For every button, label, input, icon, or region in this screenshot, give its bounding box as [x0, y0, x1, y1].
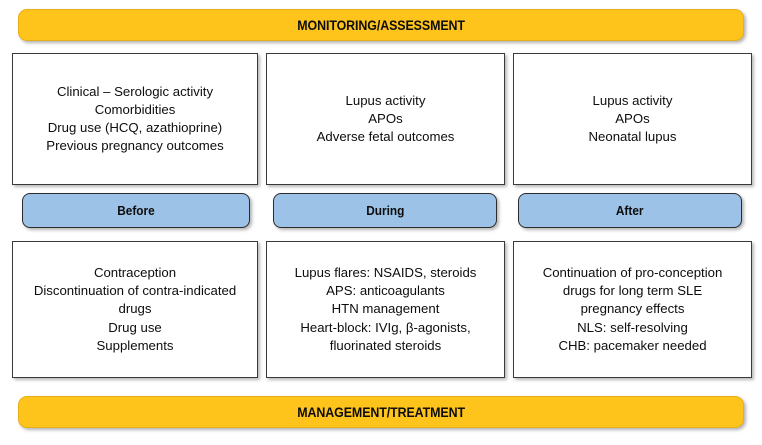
management-before-line-3: Drug use	[108, 319, 162, 335]
management-after-line-2: NLS: self-resolving	[577, 319, 688, 335]
phase-bar-during-label: During	[365, 203, 405, 218]
monitoring-before-line-1: Clinical – Serologic activity	[56, 83, 214, 99]
monitoring-after-box: Lupus activity APOs Neonatal lupus	[513, 53, 752, 185]
monitoring-before-box: Clinical – Serologic activity Comorbidit…	[12, 53, 258, 185]
phase-bar-during: During	[273, 193, 497, 228]
management-after-line-3: CHB: pacemaker needed	[558, 337, 707, 353]
management-after-box: Continuation of pro-conception drugs for…	[513, 241, 752, 378]
phase-bar-after: After	[518, 193, 742, 228]
monitoring-during-line-3: Adverse fetal outcomes	[316, 129, 455, 145]
management-during-line-1: Lupus flares: NSAIDS, steroids	[294, 264, 477, 280]
monitoring-assessment-banner: MONITORING/ASSESSMENT	[18, 9, 744, 41]
monitoring-before-line-2: Comorbidities	[94, 101, 176, 117]
monitoring-during-line-1: Lupus activity	[345, 92, 426, 108]
management-before-box: Contraception Discontinuation of contra-…	[12, 241, 258, 378]
management-during-line-4: Heart-block: IVIg, β-agonists, fluorinat…	[300, 319, 471, 353]
monitoring-during-box: Lupus activity APOs Adverse fetal outcom…	[266, 53, 505, 185]
monitoring-during-line-2: APOs	[368, 110, 403, 126]
management-during-box: Lupus flares: NSAIDS, steroids APS: anti…	[266, 241, 505, 378]
management-before-line-1: Contraception	[93, 264, 177, 280]
management-before-line-4: Supplements	[96, 337, 174, 353]
management-before-line-2: Discontinuation of contra-indicated drug…	[33, 283, 237, 317]
phase-bar-before-label: Before	[117, 203, 155, 218]
phase-bar-after-label: After	[616, 203, 644, 218]
monitoring-after-line-3: Neonatal lupus	[588, 129, 677, 145]
management-after-line-1: Continuation of pro-conception drugs for…	[542, 264, 723, 317]
monitoring-after-line-1: Lupus activity	[592, 92, 673, 108]
monitoring-assessment-banner-label: MONITORING/ASSESSMENT	[297, 17, 465, 33]
management-during-line-2: APS: anticoagulants	[326, 283, 445, 299]
monitoring-after-line-2: APOs	[615, 110, 650, 126]
management-treatment-banner-label: MANAGEMENT/TREATMENT	[297, 404, 465, 420]
monitoring-before-line-4: Previous pregnancy outcomes	[46, 138, 224, 154]
management-during-line-3: HTN management	[331, 301, 440, 317]
phase-bar-before: Before	[22, 193, 250, 228]
management-treatment-banner: MANAGEMENT/TREATMENT	[18, 396, 744, 428]
monitoring-before-line-3: Drug use (HCQ, azathioprine)	[47, 120, 223, 135]
